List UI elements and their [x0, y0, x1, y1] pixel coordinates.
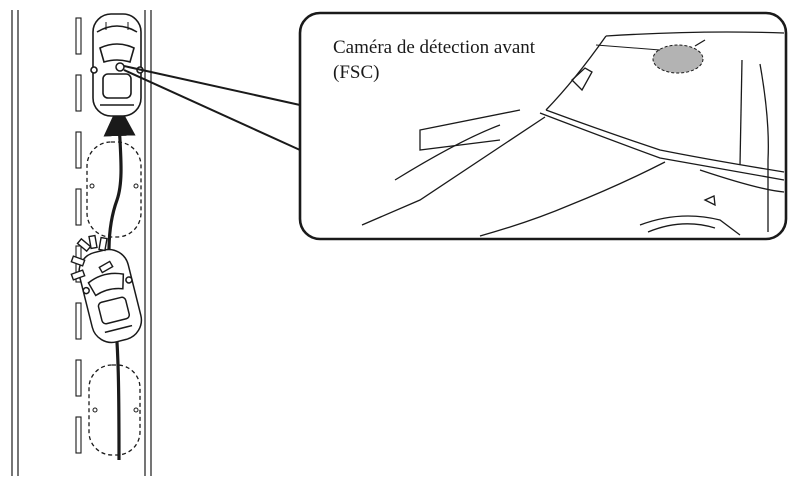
camera-label-line2: (FSC) — [333, 62, 379, 83]
front-sensing-camera-icon — [652, 44, 704, 74]
ghost-car-rear — [88, 364, 141, 456]
current-car-roof — [102, 73, 132, 99]
camera-position-marker — [115, 62, 125, 72]
ghost-car-middle — [86, 141, 142, 238]
dashed-car-outline-icon — [86, 141, 142, 456]
mirror-closeup — [571, 67, 593, 92]
warning-alert-icon — [70, 234, 114, 281]
car-drifting-icon — [78, 248, 143, 344]
camera-label-line1: Caméra de détection avant — [333, 37, 536, 58]
drifting-car-windshield — [87, 272, 125, 297]
drifting-car-roof — [97, 296, 131, 325]
lane-divider-dashes — [75, 17, 82, 454]
current-car-windshield — [99, 43, 135, 64]
ghost-mirrors — [89, 183, 139, 413]
road — [11, 10, 152, 476]
callout-pointer — [123, 65, 301, 151]
label-leader-line — [595, 44, 661, 51]
callout-box: Caméra de détection avant (FSC) — [298, 11, 788, 241]
